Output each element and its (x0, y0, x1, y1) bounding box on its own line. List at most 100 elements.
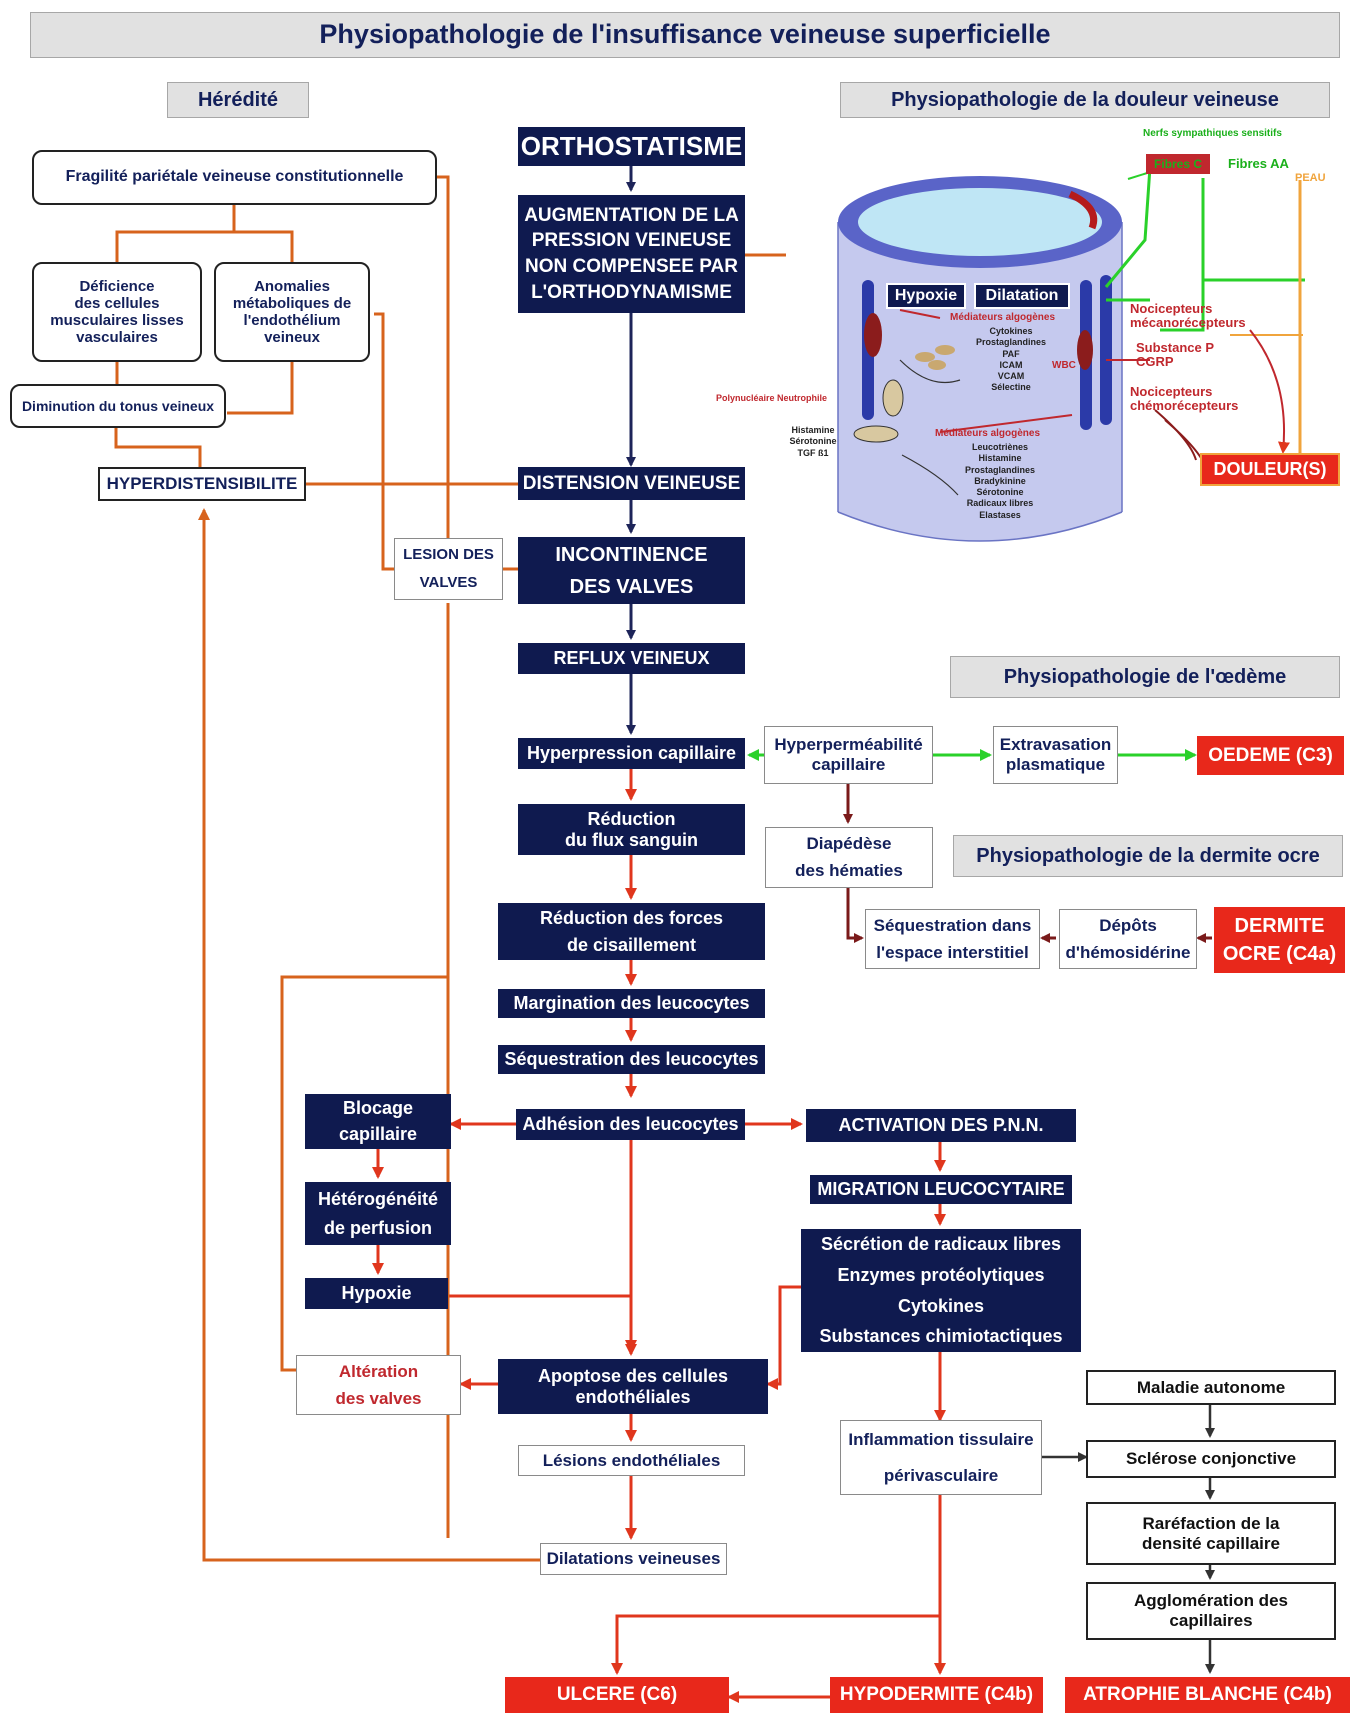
reduction-forces-line: Réduction des forces (539, 907, 724, 928)
blocage-line: capillaire (338, 1123, 418, 1144)
mediateur-item: Bradykinine (974, 475, 1026, 486)
secretion-line: Substances chimiotactiques (819, 1326, 1063, 1347)
dermite-ocre-box: DERMITE OCRE (C4a) (1214, 907, 1345, 973)
migration-leucocytaire-box: MIGRATION LEUCOCYTAIRE (810, 1175, 1072, 1204)
blocage-line: Blocage (342, 1098, 414, 1119)
anomalies-line: métaboliques de (232, 294, 352, 312)
diminution-box: Diminution du tonus veineux (10, 384, 226, 428)
dilatations-veineuses-box: Dilatations veineuses (540, 1543, 727, 1575)
hyperdistensibilite-box: HYPERDISTENSIBILITE (98, 467, 306, 501)
nocicepteurs-meca-label: Nocicepteurs mécanorécepteurs (1130, 302, 1246, 329)
deficience-box: Déficience des cellules musculaires liss… (32, 262, 202, 362)
sequestration-leucocytes-box: Séquestration des leucocytes (498, 1045, 765, 1074)
mediateurs-1-label: Médiateurs algogènes (950, 312, 1056, 323)
fibres-c-label: Fibres C (1146, 154, 1211, 174)
margination-box: Margination des leucocytes (498, 989, 765, 1018)
agglomeration-line: Agglomération des (1134, 1591, 1288, 1611)
diapedese-box: Diapédèse des hématies (765, 827, 933, 888)
mediateurs-1-list: Cytokines Prostaglandines PAF ICAM VCAM … (966, 326, 1056, 394)
inflammation-line: périvasculaire (883, 1465, 999, 1485)
mediateur-item: Elastases (979, 509, 1021, 520)
lesions-endotheliales-box: Lésions endothéliales (518, 1445, 745, 1476)
lesion-valves-box: LESION DES VALVES (394, 538, 503, 600)
diapedese-line: Diapédèse (806, 834, 892, 854)
dermite-ocre-line: OCRE (C4a) (1222, 943, 1337, 965)
diapedese-line: des hématies (795, 860, 903, 880)
lesion-valves-line: VALVES (419, 574, 478, 591)
mediateur-item: Prostaglandines (975, 337, 1047, 348)
rarefaction-line: densité capillaire (1142, 1533, 1280, 1553)
nocicepteurs-chemo-line: chémorécepteurs (1130, 397, 1239, 413)
substance-p-label: Substance P CGRP (1136, 340, 1214, 370)
oedeme-header: Physiopathologie de l'œdème (950, 656, 1340, 698)
extravasation-line: plasmatique (1005, 755, 1106, 774)
augmentation-line: L'ORTHODYNAMISME (531, 281, 732, 303)
anomalies-line: veineux (264, 329, 320, 347)
augmentation-line: PRESSION VEINEUSE (531, 230, 732, 252)
augmentation-line: NON COMPENSEE PAR (525, 256, 738, 277)
mediateur-item: Sérotonine (976, 487, 1024, 497)
secretion-box: Sécrétion de radicaux libres Enzymes pro… (801, 1229, 1081, 1352)
hyperpermeabilite-box: Hyperperméabilité capillaire (764, 726, 933, 784)
nocicepteurs-chemo-line: Nocicepteurs (1130, 384, 1213, 399)
wbc-label: WBC (1052, 360, 1076, 371)
augmentation-pression-box: AUGMENTATION DE LA PRESSION VEINEUSE NON… (518, 195, 745, 313)
dermite-header: Physiopathologie de la dermite ocre (953, 835, 1343, 877)
mediateur-item: Prostaglandines (964, 464, 1036, 475)
heterogeneite-line: Hétérogénéité (317, 1188, 439, 1209)
deficience-line: des cellules (74, 294, 160, 312)
extravasation-box: Extravasation plasmatique (993, 726, 1118, 784)
augmentation-line: AUGMENTATION DE LA (524, 204, 739, 226)
blocage-capillaire-box: Blocage capillaire (305, 1094, 451, 1149)
nocicepteurs-meca-line: mécanorécepteurs (1130, 314, 1246, 330)
extravasation-line: Extravasation (999, 735, 1112, 755)
depots-line: d'hémosidérine (1065, 943, 1191, 962)
douleurs-box: DOULEUR(S) (1200, 453, 1340, 486)
agglomeration-box: Agglomération des capillaires (1086, 1582, 1336, 1640)
reduction-forces-box: Réduction des forces de cisaillement (498, 903, 765, 960)
incontinence-line: INCONTINENCE (555, 543, 708, 566)
depots-hemosiderine-box: Dépôts d'hémosidérine (1059, 909, 1197, 969)
inflammation-line: Inflammation tissulaire (848, 1429, 1034, 1449)
histamine-item: TGF ß1 (797, 447, 829, 458)
substance-p-line: CGRP (1136, 354, 1174, 370)
hypoxie-tag: Hypoxie (886, 283, 966, 309)
mediateur-item: Cytokines (989, 326, 1033, 336)
secretion-line: Enzymes protéolytiques (837, 1264, 1045, 1285)
sclerose-box: Sclérose conjonctive (1086, 1440, 1336, 1478)
heterogeneite-box: Hétérogénéité de perfusion (305, 1182, 451, 1245)
dermite-ocre-line: DERMITE (1234, 915, 1325, 937)
orthostatisme-box: ORTHOSTATISME (518, 127, 745, 166)
douleur-header: Physiopathologie de la douleur veineuse (840, 82, 1330, 118)
deficience-line: vasculaires (76, 329, 158, 347)
incontinence-line: DES VALVES (569, 575, 694, 598)
ulcere-box: ULCERE (C6) (505, 1677, 729, 1713)
peau-label: PEAU (1295, 172, 1326, 184)
inflammation-box: Inflammation tissulaire périvasculaire (840, 1420, 1042, 1495)
heredite-header: Hérédité (167, 82, 309, 118)
reflux-box: REFLUX VEINEUX (518, 643, 745, 674)
maladie-autonome-box: Maladie autonome (1086, 1370, 1336, 1405)
reduction-flux-line: du flux sanguin (565, 829, 698, 850)
rarefaction-line: Raréfaction de la (1142, 1513, 1280, 1533)
mediateur-item: VCAM (997, 371, 1025, 381)
reduction-flux-box: Réduction du flux sanguin (518, 804, 745, 855)
sequestration-interstitiel-box: Séquestration dans l'espace interstitiel (865, 909, 1040, 969)
secretion-line: Cytokines (897, 1295, 985, 1316)
anomalies-box: Anomalies métaboliques de l'endothélium … (214, 262, 370, 362)
mediateur-item: Leucotriènes (971, 442, 1029, 452)
secretion-line: Sécrétion de radicaux libres (820, 1234, 1062, 1255)
activation-pnn-box: ACTIVATION DES P.N.N. (806, 1109, 1076, 1142)
alteration-line: Altération (338, 1361, 419, 1381)
alteration-line: des valves (335, 1389, 422, 1408)
mediateur-item: ICAM (999, 359, 1023, 370)
fibres-aa-label: Fibres AA (1228, 156, 1289, 171)
mediateur-item: Sélectine (991, 382, 1031, 393)
apoptose-line: Apoptose des cellules (537, 1365, 729, 1386)
nocicepteurs-chemo-label: Nocicepteurs chémorécepteurs (1130, 385, 1238, 412)
sequestration-line: Séquestration dans (873, 915, 1032, 935)
oedeme-c3-box: OEDEME (C3) (1197, 736, 1344, 775)
distension-box: DISTENSION VEINEUSE (518, 467, 745, 500)
vein-illustration (837, 176, 1123, 542)
